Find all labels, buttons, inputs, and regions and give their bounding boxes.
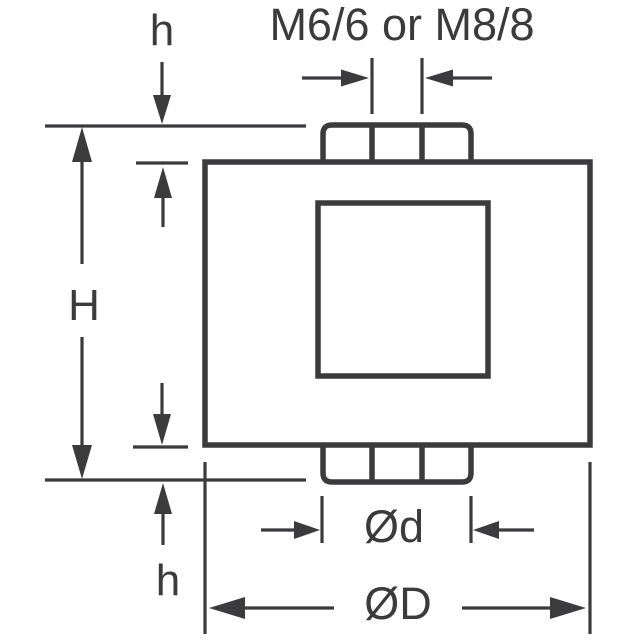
mount-body [202,159,593,448]
dim-h-top: h [150,6,174,227]
arrow-down-icon [72,445,92,479]
arrow-up-icon [72,127,92,162]
arrow-left-icon [209,597,245,619]
core-outline [315,200,491,379]
label-thread-spec: M6/6 or M8/8 [269,0,534,50]
dim-h-bottom: h [153,383,180,605]
dim-body-diameter: ØD [203,462,592,634]
label-H: H [68,281,100,330]
dim-stud-diameter: Ød [261,496,534,552]
top-stud [320,122,474,162]
top-stud-outline [320,122,474,162]
label-h-top: h [150,6,174,55]
arrow-up-icon [154,167,172,198]
label-stud-diameter: Ød [364,501,424,552]
arrow-right-icon [550,597,586,619]
label-body-diameter: ØD [364,578,432,629]
arrow-up-icon [154,483,172,514]
reference-lines [45,124,306,482]
bottom-stud [320,445,474,485]
label-h-bottom: h [156,556,180,605]
arrow-down-icon [153,414,171,445]
arrow-right-icon [294,521,320,539]
dim-height-H: H [68,127,100,479]
bottom-stud-outline [320,445,474,485]
body-outline [202,159,593,448]
arrow-right-icon [341,69,369,87]
arrow-down-icon [153,95,171,124]
dim-thread: M6/6 or M8/8 [269,0,535,114]
arrow-left-icon [425,69,453,87]
arrow-left-icon [473,521,499,539]
